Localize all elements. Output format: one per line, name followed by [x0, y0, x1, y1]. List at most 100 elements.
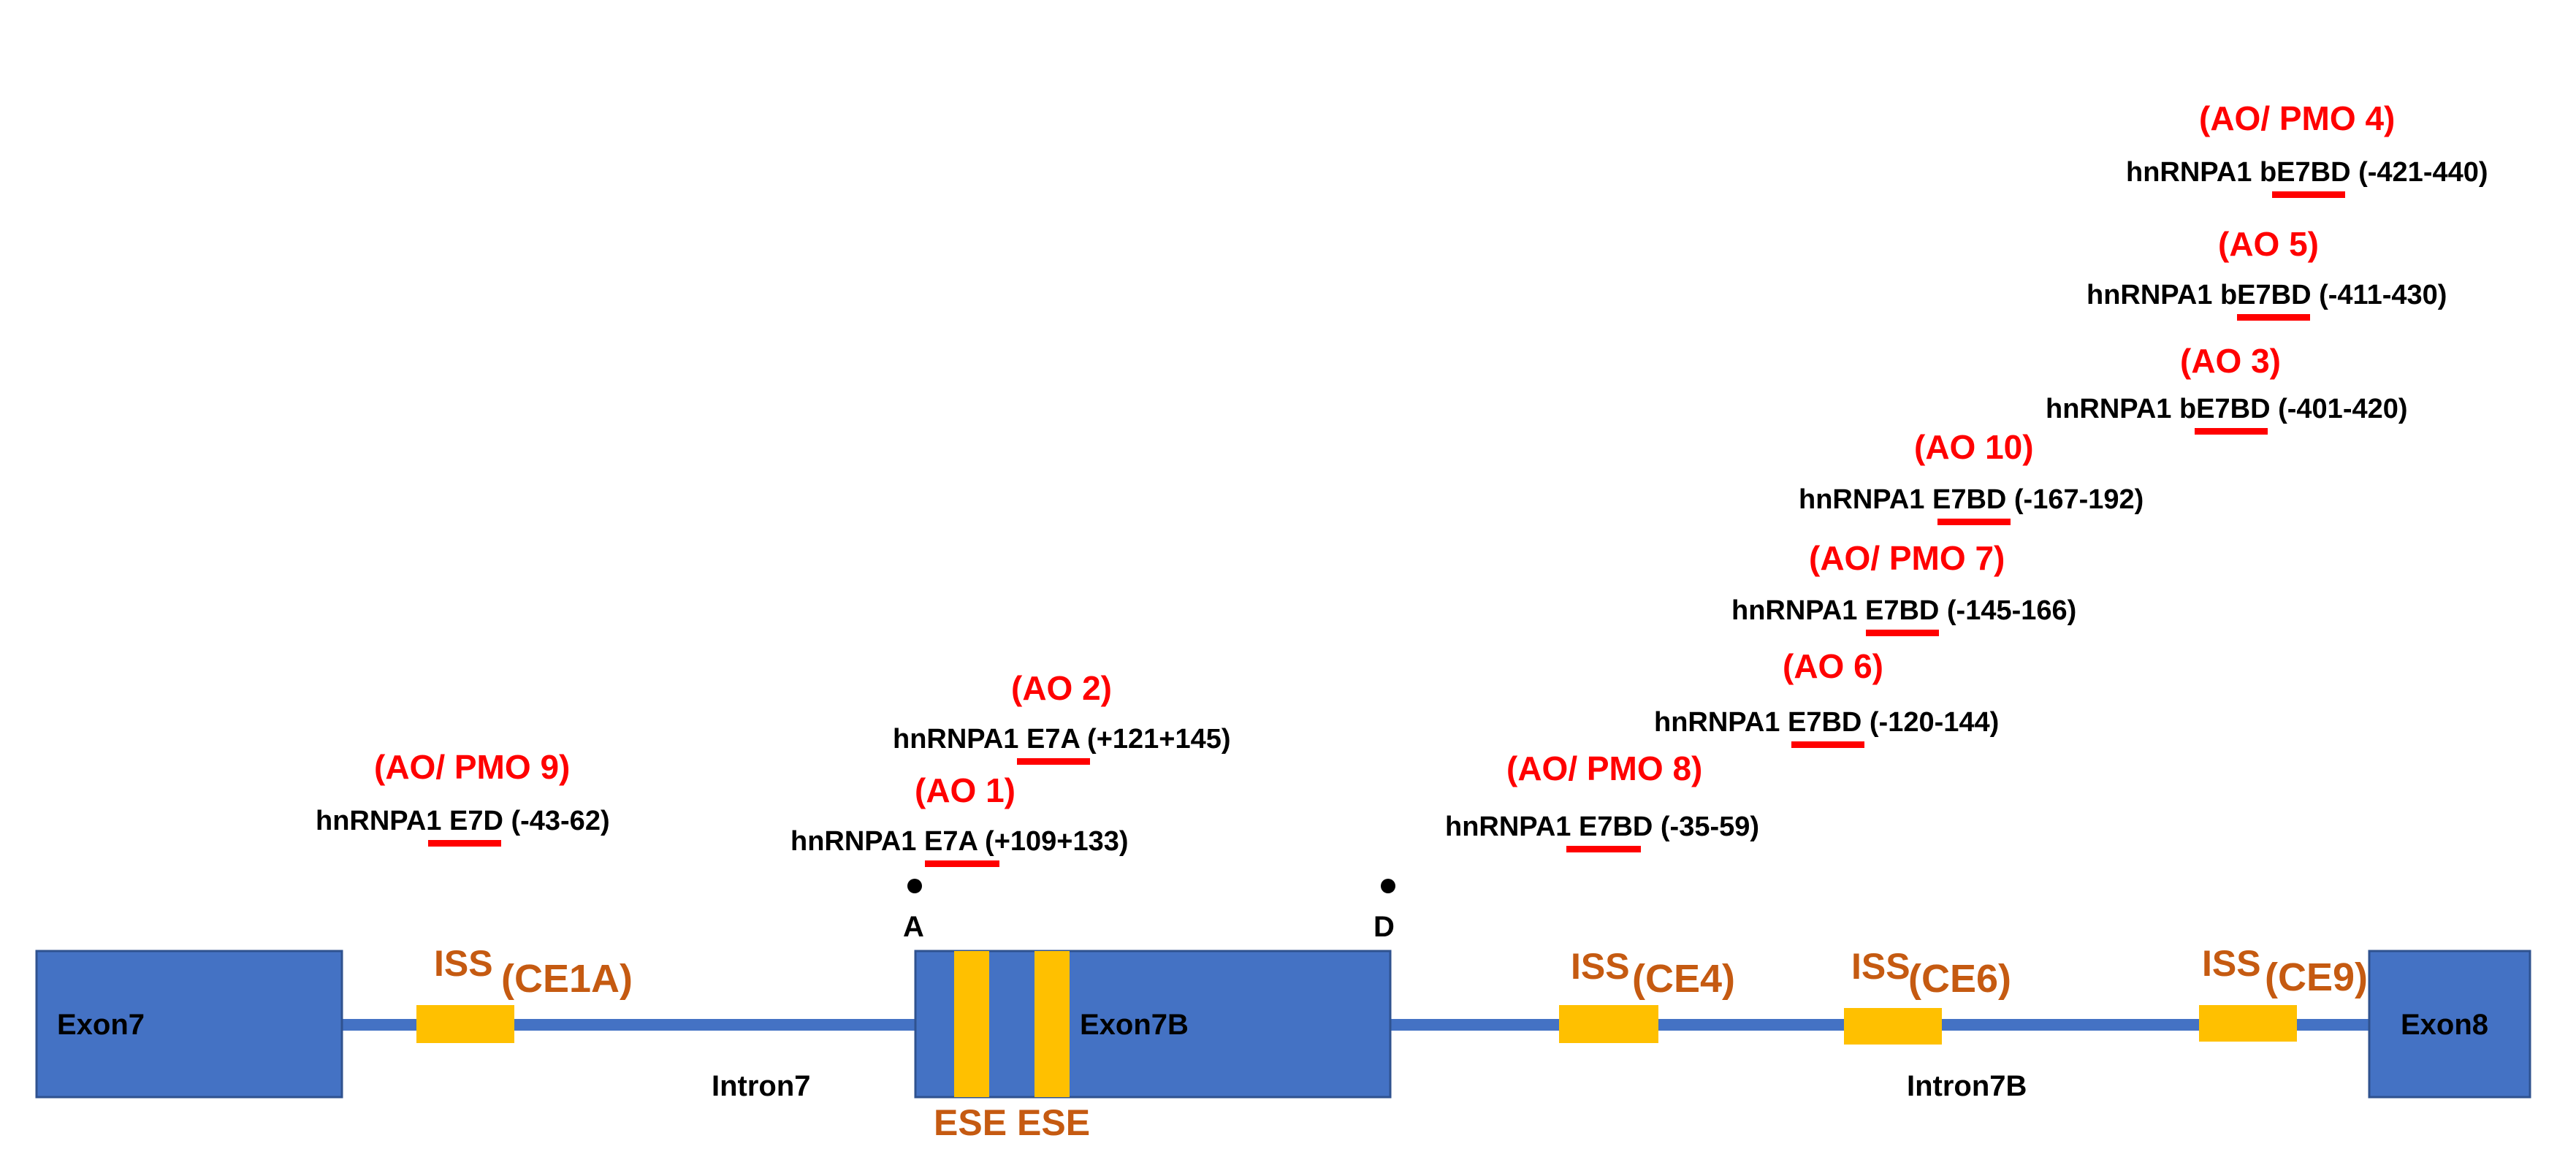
oligo-target-name: bE7BD: [2220, 280, 2319, 310]
oligo-range: (+109+133): [985, 826, 1129, 857]
intron-label-intron7b: Intron7B: [1907, 1070, 2027, 1102]
oligo-ao2: (AO 2) hnRNPA1 E7A (+121+145): [893, 669, 1231, 765]
oligo-range: (-421-440): [2358, 157, 2488, 188]
intron-label-intron7: Intron7: [712, 1070, 811, 1102]
oligo-target-bar-ao8: [1566, 846, 1641, 852]
oligo-target-name: bE7BD: [2179, 394, 2278, 424]
exon-label-exon8: Exon8: [2401, 1009, 2488, 1041]
oligo-range: (-120-144): [1870, 707, 1999, 738]
oligo-name-ao1: (AO 1): [915, 771, 1015, 809]
oligo-target-ao6: hnRNPA1 E7BD (-120-144): [1654, 707, 1999, 738]
iss-code-ce6: (CE6): [1908, 957, 2011, 1001]
oligo-prefix: hnRNPA1: [790, 826, 924, 857]
oligo-target-name: E7A: [924, 826, 985, 857]
iss-bar-ce4: [1559, 1005, 1658, 1043]
oligo-ao1: (AO 1) hnRNPA1 E7A (+109+133): [790, 771, 1129, 867]
oligo-annotations: (AO/ PMO 9) hnRNPA1 E7D (-43-62) (AO 1) hnR…: [316, 99, 2488, 867]
donor-dot: [1381, 879, 1395, 893]
oligo-ao8: (AO/ PMO 8) hnRNPA1 E7BD (-35-59): [1445, 749, 1759, 852]
iss-label-ce1a: ISS: [434, 943, 493, 984]
oligo-target-bar-ao2: [1017, 758, 1090, 765]
oligo-range: (-145-166): [1947, 595, 2076, 626]
oligo-target-ao3: hnRNPA1 bE7BD (-401-420): [2046, 394, 2408, 424]
oligo-target-name: bE7BD: [2260, 157, 2358, 188]
oligo-target-ao7: hnRNPA1 E7BD (-145-166): [1731, 595, 2076, 626]
exon-exon7b: [914, 950, 1392, 1099]
exon-exon8: [2368, 950, 2531, 1099]
iss-code-ce4: (CE4): [1632, 957, 1735, 1001]
oligo-prefix: hnRNPA1: [2046, 394, 2179, 424]
oligo-prefix: hnRNPA1: [1731, 595, 1865, 626]
oligo-target-bar-ao6: [1791, 741, 1864, 748]
iss-bar-ce1a: [416, 1005, 514, 1043]
oligo-name-ao2: (AO 2): [1011, 669, 1112, 707]
oligo-range: (-167-192): [2014, 484, 2144, 515]
ese-label-1: ESE: [934, 1102, 1007, 1143]
iss-bar-ce6: [1844, 1008, 1942, 1045]
oligo-name-ao6: (AO 6): [1783, 647, 1883, 685]
iss-code-ce9: (CE9): [2265, 955, 2368, 999]
oligo-ao9: (AO/ PMO 9) hnRNPA1 E7D (-43-62): [316, 748, 610, 847]
oligo-range: (-411-430): [2319, 280, 2447, 310]
oligo-target-bar-ao5: [2237, 314, 2310, 321]
oligo-target-name: E7D: [449, 806, 511, 836]
exon-label-exon7: Exon7: [57, 1009, 145, 1041]
oligo-name-ao9: (AO/ PMO 9): [374, 748, 570, 786]
oligo-prefix: hnRNPA1: [893, 724, 1026, 755]
oligo-prefix: hnRNPA1: [2087, 280, 2220, 310]
oligo-target-ao10: hnRNPA1 E7BD (-167-192): [1799, 484, 2144, 515]
oligo-ao5: (AO 5) hnRNPA1 bE7BD (-411-430): [2087, 225, 2447, 321]
oligo-name-ao7: (AO/ PMO 7): [1809, 539, 2005, 577]
oligo-target-name: E7BD: [1865, 595, 1947, 626]
exon-exon7: [35, 950, 343, 1099]
oligo-target-bar-ao7: [1866, 630, 1939, 636]
donor-label: D: [1373, 911, 1395, 943]
oligo-ao4: (AO/ PMO 4) hnRNPA1 bE7BD (-421-440): [2126, 99, 2488, 198]
oligo-range: (-401-420): [2278, 394, 2407, 424]
oligo-target-name: E7A: [1026, 724, 1087, 755]
oligo-target-bar-ao9: [428, 840, 501, 847]
oligo-name-ao10: (AO 10): [1914, 428, 2034, 466]
oligo-range: (-35-59): [1661, 812, 1759, 842]
oligo-target-name: E7BD: [1788, 707, 1870, 738]
oligo-ao7: (AO/ PMO 7) hnRNPA1 E7BD (-145-166): [1731, 539, 2076, 636]
oligo-name-ao5: (AO 5): [2218, 225, 2319, 263]
oligo-target-name: E7BD: [1932, 484, 2014, 515]
oligo-target-ao2: hnRNPA1 E7A (+121+145): [893, 724, 1231, 755]
oligo-prefix: hnRNPA1: [316, 806, 449, 836]
oligo-target-bar-ao1: [925, 860, 999, 867]
oligo-prefix: hnRNPA1: [1445, 812, 1579, 842]
ese-label-2: ESE: [1017, 1102, 1090, 1143]
oligo-ao3: (AO 3)hnRNPA1 bE7BD (-401-420): [2046, 342, 2408, 435]
iss-bar-ce9: [2199, 1005, 2297, 1042]
oligo-range: (-43-62): [511, 806, 609, 836]
oligo-target-ao4: hnRNPA1 bE7BD (-421-440): [2126, 157, 2488, 188]
iss-label-ce6: ISS: [1851, 946, 1910, 987]
acceptor-dot: [907, 879, 922, 893]
oligo-name-ao3: (AO 3): [2180, 342, 2281, 380]
oligo-ao10: (AO 10) hnRNPA1 E7BD (-167-192): [1799, 428, 2144, 525]
iss-label-ce9: ISS: [2202, 943, 2261, 984]
oligo-range: (+121+145): [1087, 724, 1231, 755]
oligo-target-ao8: hnRNPA1 E7BD (-35-59): [1445, 812, 1759, 842]
oligo-target-bar-ao10: [1937, 519, 2011, 525]
ese-bar-1: [954, 951, 989, 1097]
oligo-target-ao1: hnRNPA1 E7A (+109+133): [790, 826, 1129, 857]
oligo-target-bar-ao3: [2195, 428, 2268, 435]
acceptor-label: A: [903, 911, 924, 943]
oligo-name-ao4: (AO/ PMO 4): [2199, 99, 2395, 137]
oligo-prefix: hnRNPA1: [1799, 484, 1932, 515]
oligo-prefix: hnRNPA1: [1654, 707, 1788, 738]
iss-code-ce1a: (CE1A): [501, 957, 633, 1001]
oligo-prefix: hnRNPA1: [2126, 157, 2260, 188]
oligo-target-bar-ao4: [2272, 191, 2345, 198]
oligo-target-ao9: hnRNPA1 E7D (-43-62): [316, 806, 610, 836]
oligo-target-ao5: hnRNPA1 bE7BD (-411-430): [2087, 280, 2447, 310]
ese-bar-2: [1034, 951, 1070, 1097]
iss-label-ce4: ISS: [1571, 946, 1630, 987]
oligo-name-ao8: (AO/ PMO 8): [1506, 749, 1702, 787]
oligo-target-name: E7BD: [1579, 812, 1661, 842]
oligo-ao6: (AO 6) hnRNPA1 E7BD (-120-144): [1654, 647, 1999, 748]
